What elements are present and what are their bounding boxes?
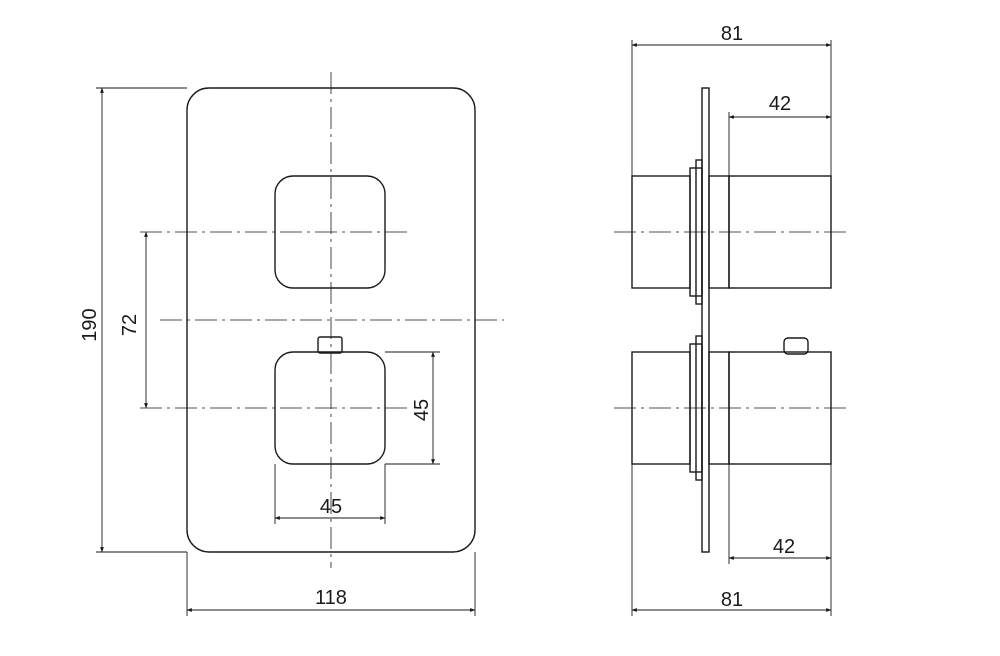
handle-height-label: 45: [411, 399, 433, 421]
handle-spacing-label: 72: [119, 314, 141, 336]
top-depth-label: 81: [721, 23, 743, 45]
handle-width-label: 45: [320, 496, 342, 518]
dim-handle-width: 45: [274, 464, 386, 524]
dim-top-handle-depth: 42: [728, 93, 832, 176]
bottom-handle-depth-label: 42: [773, 536, 795, 558]
top-handle-side: [728, 175, 832, 289]
side-cover-plate: [701, 87, 710, 553]
overall-height-label: 190: [79, 308, 101, 341]
dim-overall-width: 118: [186, 552, 476, 616]
safety-button: [317, 336, 343, 354]
dim-handle-spacing: 72: [119, 231, 148, 409]
front-view: 190 72 45 45 118: [79, 72, 504, 616]
dim-top-depth: 81: [631, 23, 832, 176]
dim-handle-height: 45: [385, 351, 440, 465]
top-handle-depth-label: 42: [769, 93, 791, 115]
dim-overall-height: 190: [79, 87, 187, 553]
side-safety-button: [783, 337, 809, 355]
bottom-depth-label: 81: [721, 589, 743, 611]
dim-bottom-depth: 81: [631, 464, 832, 616]
overall-width-label: 118: [315, 587, 347, 609]
side-view: 81 42 42 81: [614, 23, 846, 616]
dim-bottom-handle-depth: 42: [728, 464, 832, 564]
bottom-handle-side: [728, 351, 832, 465]
